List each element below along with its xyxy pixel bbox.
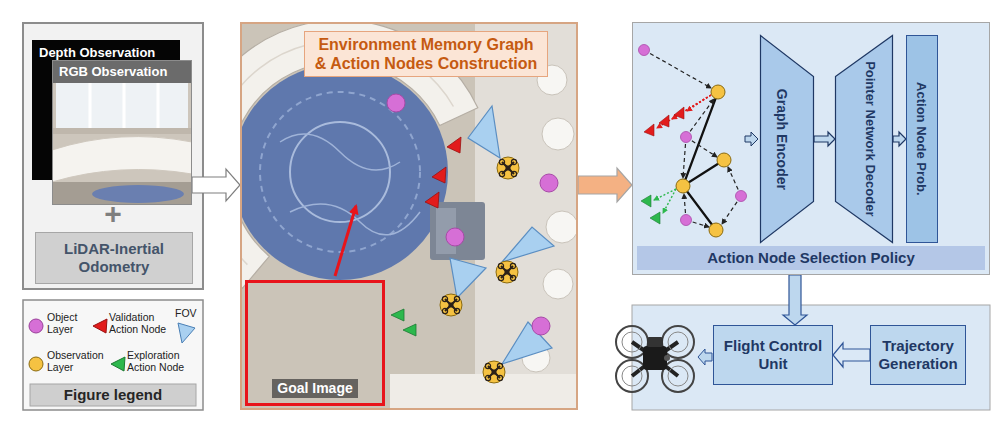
box-label: LiDAR-Inertial Odometry [40, 240, 188, 276]
plus-sign: + [100, 199, 126, 231]
legend-panel [23, 300, 203, 410]
legend-symbol [178, 323, 195, 343]
box-label: Trajectory Generation [875, 337, 961, 373]
block-arrow [893, 132, 906, 146]
legend-swatch [92, 318, 108, 334]
decoder-trapezoid: Pointer Network Decoder [835, 35, 893, 243]
legend-text: Observation Layer [47, 349, 107, 373]
legend-text: FOV [175, 307, 201, 319]
probability-box: Action Node Prob. [906, 35, 938, 243]
panel-title: Environment Memory Graph & Action Nodes … [304, 31, 548, 77]
legend-text: Validation Action Node [109, 311, 169, 335]
drone-figure [616, 326, 694, 392]
legend-text: Exploration Action Node [127, 349, 197, 373]
image-title: RGB Observation [53, 61, 191, 83]
process-box: Trajectory Generation [870, 325, 966, 385]
legend-swatch [176, 322, 196, 344]
block-arrow [833, 343, 870, 367]
control-panel [632, 305, 990, 410]
odometry-box: LiDAR-Inertial Odometry [35, 232, 193, 284]
legend-swatch [28, 318, 44, 334]
block-arrow [192, 169, 240, 201]
selection-policy-panel: Action Node Selection Policy Graph Encode… [632, 22, 990, 275]
goal-image: Goal Image [245, 280, 385, 406]
panel-title: Action Node Selection Policy [637, 246, 985, 270]
legend-swatch [28, 356, 44, 372]
legend-title: Figure legend [30, 384, 196, 406]
encoder-trapezoid: Graph Encoder [760, 35, 814, 243]
policy-graph [632, 22, 990, 275]
trapezoid-fill [761, 36, 814, 243]
block-arrow [783, 275, 807, 325]
trapezoid-fill [836, 36, 893, 243]
vertical-label: Action Node Prob. [914, 82, 930, 195]
legend-symbol [93, 319, 107, 333]
legend-symbol [29, 319, 43, 333]
block-arrow [578, 168, 632, 202]
legend-symbol [29, 357, 43, 371]
block-arrow [814, 132, 835, 146]
process-box: Flight Control Unit [713, 325, 833, 385]
legend-swatch [110, 356, 126, 372]
image-title: Depth Observation [39, 45, 155, 61]
image-title: Goal Image [272, 379, 357, 398]
rgb-photo [52, 60, 192, 205]
input-panel [23, 23, 203, 289]
memory-graph-panel: Environment Memory Graph & Action Nodes … [240, 22, 578, 410]
environment-map [188, 20, 578, 410]
legend-text: Object Layer [47, 311, 103, 335]
rgb-observation-image: RGB Observation [52, 60, 192, 205]
vertical-label: Pointer Network Decoder [863, 61, 879, 216]
vertical-label: Graph Encoder [774, 88, 791, 189]
legend-symbol [111, 357, 125, 371]
box-label: Flight Control Unit [718, 337, 828, 373]
